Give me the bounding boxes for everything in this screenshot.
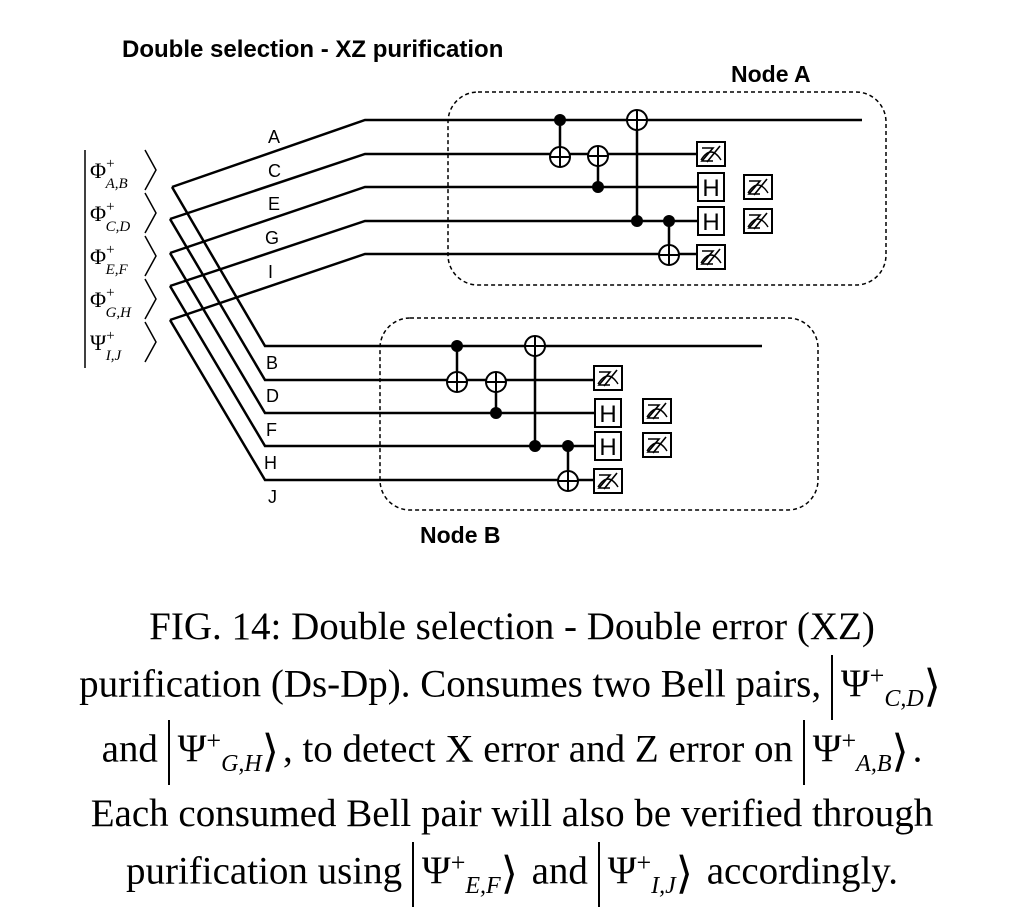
measurement-icon (593, 365, 623, 391)
bell-pair-ket: Φ+G,H (90, 285, 132, 321)
caption-line-1: FIG. 14: Double selection - Double error… (149, 605, 875, 648)
control-dot (592, 181, 604, 193)
measurement-icon-needle (706, 248, 721, 266)
measurement-icon (593, 468, 623, 494)
node-a-label: Node A (731, 61, 811, 87)
bell-pair-ket: Φ+C,D (90, 199, 130, 235)
hadamard-gate (697, 172, 725, 202)
measurement-icon (743, 208, 773, 234)
bell-pair-ket: Ψ+I,J (90, 328, 122, 364)
ket-cd: Ψ+C,D⟩ (830, 655, 945, 720)
wire-label: H (264, 453, 277, 473)
wire-node-b (170, 186, 762, 348)
measurement-icon-needle (603, 369, 618, 387)
wire-label: D (266, 386, 279, 406)
figure-caption: FIG. 14: Double selection - Double error… (0, 598, 1024, 907)
measurement-icon-arc (646, 442, 668, 452)
ket-ab: Ψ+A,B⟩ (802, 720, 913, 785)
ket-gh: Ψ+G,H⟩ (167, 720, 283, 785)
ket-angle (144, 192, 157, 234)
wire-label: E (268, 194, 280, 214)
wire-label: J (268, 487, 277, 507)
control-dot (490, 407, 502, 419)
measurement-icon-arc (597, 478, 619, 488)
wire-node-b (168, 218, 609, 382)
caption-text: purification using (125, 849, 403, 893)
control-dot (562, 440, 574, 452)
hadamard-gate (594, 431, 622, 461)
hadamard-gate (697, 206, 725, 236)
diagram-title: Double selection - XZ purification (122, 36, 504, 63)
wire-node-a (171, 118, 862, 189)
caption-text: and (101, 727, 158, 771)
hadamard-label: H (599, 401, 616, 428)
hadamard-gate (594, 398, 622, 428)
measurement-icon-arc (700, 151, 722, 161)
wire-label: F (266, 420, 277, 440)
measurement-icon-arc (700, 254, 722, 264)
hadamard-label: H (702, 175, 719, 202)
measurement-icon-arc (747, 184, 769, 194)
wire-node-b (168, 319, 609, 482)
caption-text: purification (Ds-Dp). Consumes two Bell … (79, 662, 822, 706)
measurement-icon-arc (747, 218, 769, 228)
wire-label: A (268, 127, 280, 147)
wire-label: C (268, 161, 281, 181)
caption-line-4: Each consumed Bell pair will also be ver… (90, 792, 934, 835)
measurement-icon (642, 432, 672, 458)
node-b-label: Node B (420, 522, 501, 548)
wire-node-a (169, 252, 712, 322)
wire-label: B (266, 353, 278, 373)
wire-node-b (168, 285, 609, 448)
caption-text: . (912, 727, 923, 771)
wire-label: G (265, 228, 279, 248)
wire-node-a (169, 219, 712, 288)
measurement-icon (642, 398, 672, 424)
control-dot (451, 340, 463, 352)
caption-text: accordingly. (706, 849, 899, 893)
caption-line-5: purification using Ψ+E,F⟩ and Ψ+I,J⟩ acc… (0, 842, 1024, 907)
measurement-icon-needle (753, 178, 768, 196)
measurement-icon-needle (652, 402, 667, 420)
node-a-box (447, 91, 887, 286)
caption-line-3: and Ψ+G,H⟩, to detect X error and Z erro… (0, 720, 1024, 785)
ket-ij: Ψ+I,J⟩ (597, 842, 697, 907)
ket-angle (144, 278, 157, 320)
control-dot (663, 215, 675, 227)
hadamard-label: H (702, 209, 719, 236)
measurement-icon-arc (597, 375, 619, 385)
ket-angle (144, 321, 157, 363)
bell-pair-ket: Φ+A,B (90, 156, 128, 192)
ket-angle (144, 149, 157, 191)
bell-pair-ket: Φ+E,F (90, 242, 128, 278)
hadamard-label: H (599, 434, 616, 461)
measurement-icon-needle (706, 145, 721, 163)
measurement-icon (743, 174, 773, 200)
ket-angle (144, 235, 157, 277)
measurement-icon-needle (753, 212, 768, 230)
control-dot (554, 114, 566, 126)
caption-line-2: purification (Ds-Dp). Consumes two Bell … (0, 655, 1024, 720)
wire-label: I (268, 262, 273, 282)
caption-text: and (531, 849, 588, 893)
control-dot (631, 215, 643, 227)
measurement-icon (696, 244, 726, 270)
measurement-icon-needle (652, 436, 667, 454)
measurement-icon-arc (646, 408, 668, 418)
caption-text: , to detect X error and Z error on (282, 727, 793, 771)
measurement-icon (696, 141, 726, 167)
measurement-icon-needle (603, 472, 618, 490)
ket-ef: Ψ+E,F⟩ (411, 842, 522, 907)
control-dot (529, 440, 541, 452)
